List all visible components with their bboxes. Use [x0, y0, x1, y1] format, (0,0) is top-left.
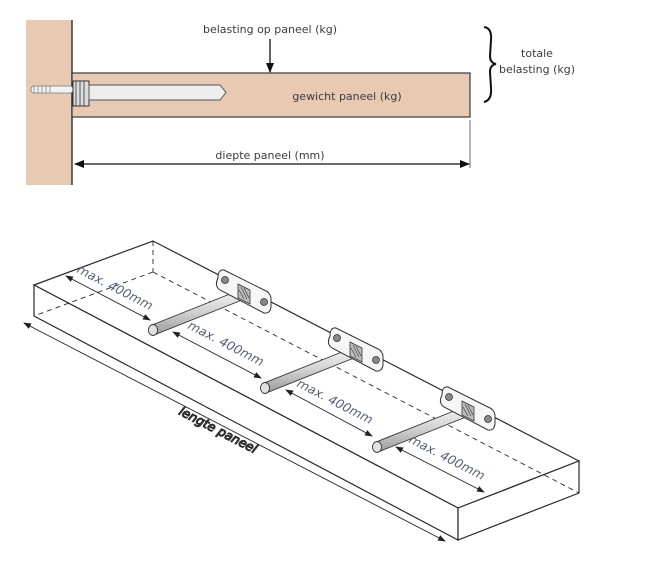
side-view: belasting op paneel (kg) gewicht paneel … — [26, 20, 575, 185]
curly-brace-icon — [483, 26, 497, 103]
screw-icon — [372, 356, 380, 364]
dowel-rod — [88, 84, 227, 101]
wall — [26, 20, 72, 185]
screw-icon — [445, 393, 453, 401]
bracket-2 — [260, 327, 384, 394]
panel-weight-label: gewicht paneel (kg) — [292, 90, 401, 103]
length-dimension-arrow — [23, 322, 446, 542]
spacing-dimension-1 — [65, 275, 151, 321]
load-on-panel-label: belasting op paneel (kg) — [203, 23, 337, 36]
total-load-label-line1: totale — [521, 47, 553, 60]
rod-end-cap — [372, 441, 382, 453]
total-load-label-line2: belasting (kg) — [499, 63, 575, 76]
screw-icon — [221, 276, 229, 284]
bracket-3 — [372, 386, 496, 453]
spacing-dimension-4 — [395, 446, 485, 493]
spacing-dimension-2 — [172, 331, 262, 379]
rod-end-cap — [260, 382, 270, 394]
brackets — [148, 269, 496, 453]
screw-icon — [333, 334, 341, 342]
bracket-1 — [148, 269, 272, 336]
spacing-dimension-3 — [285, 389, 373, 437]
wall-plug-icon — [30, 85, 74, 94]
panel-depth-label: diepte paneel (mm) — [215, 149, 324, 162]
rod-end-cap — [148, 324, 158, 336]
panel — [71, 72, 471, 118]
screw-icon — [260, 298, 268, 306]
screw-icon — [484, 415, 492, 423]
mounting-block-icon — [72, 80, 90, 107]
